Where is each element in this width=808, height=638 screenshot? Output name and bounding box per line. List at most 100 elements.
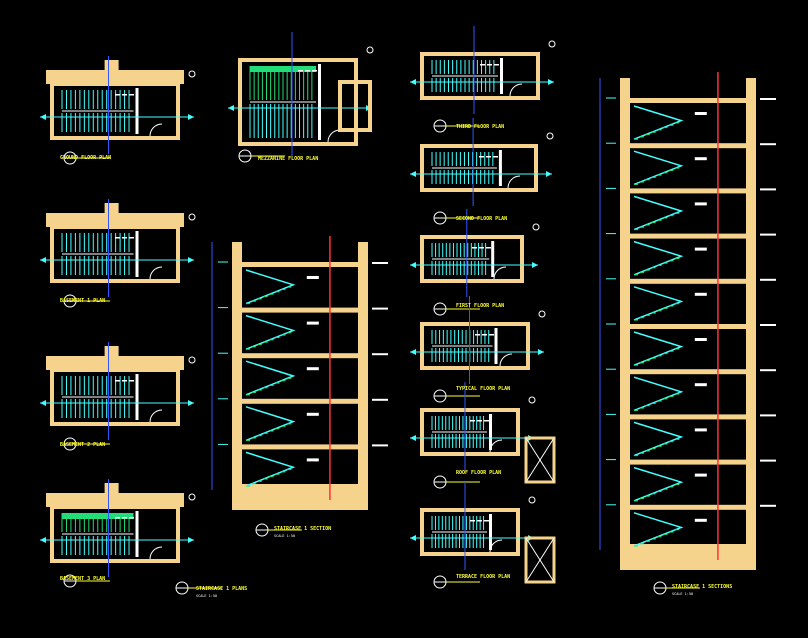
level-label (760, 233, 776, 236)
annotation-mark (475, 334, 480, 336)
wall-left (420, 322, 424, 370)
level-label (760, 98, 776, 100)
middle-plan-column (175, 32, 374, 595)
annotation-mark (122, 517, 127, 519)
wall-top (420, 508, 520, 512)
annotation-mark (480, 64, 485, 66)
scale-section-mid: SCALE 1:50 (274, 534, 295, 538)
landing-edge (500, 58, 503, 94)
title-plan-r4: TYPICAL FLOOR PLAN (456, 386, 510, 392)
door-swing (493, 266, 507, 280)
stair-plan (410, 482, 536, 570)
flight-line (633, 512, 684, 547)
wall-top (420, 322, 530, 326)
door-swing (507, 175, 521, 189)
wall-bottom (420, 188, 538, 192)
landing-edge (489, 414, 492, 450)
title-section-right: STAIRCASE 1 SECTIONS (672, 584, 732, 590)
annotation-mark (470, 520, 475, 522)
flight-line (245, 360, 296, 396)
dimension-arrow (548, 79, 554, 85)
wall-left (50, 82, 54, 140)
level-label (760, 369, 776, 372)
dimension-arrow (40, 537, 46, 543)
floor-slab (232, 353, 368, 359)
level-label (760, 278, 776, 281)
annotation-mark (493, 156, 498, 158)
landing-edge (318, 64, 321, 140)
slab-band (46, 493, 184, 507)
left-plan-column (40, 56, 196, 588)
dimension-arrow (410, 79, 416, 85)
annotation-mark (486, 156, 491, 158)
wall-top (420, 144, 538, 148)
annotation-mark (494, 64, 499, 66)
door-swing (149, 123, 163, 137)
shaft-outline (338, 80, 372, 132)
annotation-mark (487, 64, 492, 66)
floor-slab (232, 444, 368, 450)
annotation-mark (122, 380, 127, 382)
wall-top (50, 82, 180, 86)
stair-plan (40, 342, 196, 440)
floor-slab (232, 398, 368, 404)
grid-bubble (528, 396, 536, 404)
section-symbol (433, 575, 480, 589)
title-plan-4: BASEMENT 3 PLAN (60, 576, 105, 582)
landing-edge (489, 514, 492, 550)
level-label (372, 262, 388, 264)
stair-plan (40, 479, 196, 577)
annotation-mark (472, 247, 477, 249)
section-symbol (175, 581, 222, 595)
level-tag (694, 338, 707, 341)
dimension-arrow (546, 171, 552, 177)
floor-slab (620, 233, 756, 239)
annotation-mark (479, 156, 484, 158)
flight-line (633, 466, 684, 502)
annotation-mark (129, 94, 134, 96)
annotation-mark (122, 94, 127, 96)
floor-slab (620, 369, 756, 375)
wall-right (516, 408, 520, 456)
level-tag (694, 157, 707, 161)
wall-bottom (50, 422, 180, 426)
section-symbol (255, 523, 302, 537)
section-wall-right (358, 242, 368, 490)
wall-bottom (420, 279, 524, 283)
wall-right (520, 235, 524, 283)
annotation-mark (129, 380, 134, 382)
landing-edge (491, 241, 495, 277)
section-symbol (433, 119, 480, 133)
section-symbol (433, 475, 480, 489)
dimension-arrow (188, 114, 194, 120)
floor-slab (620, 188, 756, 194)
landing-edge (135, 231, 139, 277)
landing-edge (498, 150, 502, 186)
annotation-mark (115, 517, 120, 519)
section-wall-left (232, 242, 242, 490)
level-tag (694, 112, 707, 115)
flight-line (245, 451, 296, 487)
level-label (372, 398, 388, 401)
level-tag (694, 518, 707, 522)
door-swing (499, 353, 513, 367)
title-plan-3: BASEMENT 2 PLAN (60, 442, 105, 448)
dimension-arrow (410, 349, 416, 355)
door-swing (149, 266, 163, 280)
wall-top (420, 235, 524, 239)
level-tag (694, 473, 707, 477)
annotation-mark (486, 247, 491, 249)
level-tag (306, 367, 319, 371)
column-cap (104, 60, 119, 72)
flight-line (633, 105, 684, 140)
section-symbol (63, 437, 110, 451)
grid-bubble (366, 46, 374, 54)
flight-line (633, 286, 684, 321)
stair-plan (40, 199, 196, 297)
section-symbol (433, 302, 480, 316)
annotation-mark (122, 237, 127, 239)
dimension-arrow (410, 171, 416, 177)
flight-line (633, 331, 684, 366)
dimension-arrow (188, 537, 194, 543)
landing-edge (135, 511, 139, 557)
